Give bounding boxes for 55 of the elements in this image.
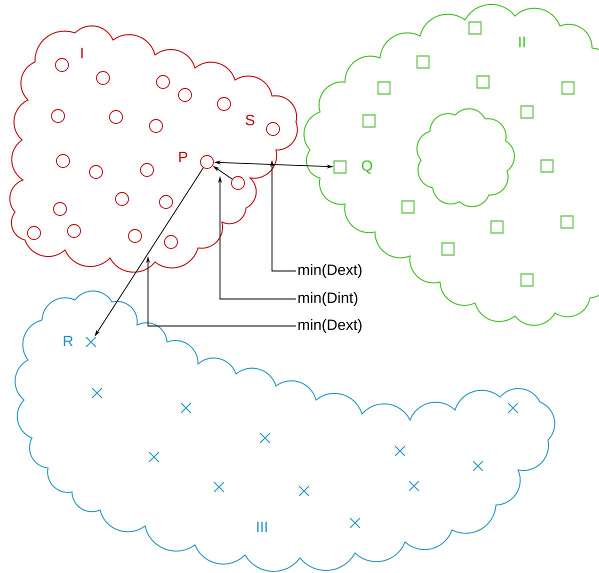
square-marker bbox=[362, 114, 376, 128]
cross-marker bbox=[350, 518, 360, 528]
square-marker bbox=[520, 106, 534, 118]
circle-marker bbox=[96, 71, 110, 85]
circle-marker bbox=[217, 97, 231, 111]
circle-marker bbox=[56, 154, 70, 168]
circle-marker bbox=[67, 224, 81, 238]
cross-marker bbox=[409, 481, 419, 491]
square-marker bbox=[416, 56, 430, 68]
square-marker bbox=[378, 82, 390, 94]
square-marker bbox=[540, 160, 554, 172]
circle-marker bbox=[109, 110, 123, 124]
square-marker bbox=[442, 242, 454, 256]
circle-marker bbox=[51, 109, 65, 123]
circle-marker bbox=[115, 192, 129, 206]
circle-marker bbox=[200, 155, 214, 169]
square-marker bbox=[402, 200, 414, 214]
circle-marker bbox=[53, 202, 67, 216]
circle-marker bbox=[128, 229, 142, 243]
circle-marker bbox=[164, 235, 178, 249]
circle-marker bbox=[140, 163, 154, 177]
cross-marker bbox=[214, 482, 224, 492]
cross-marker bbox=[395, 446, 405, 456]
cross-marker bbox=[260, 433, 270, 443]
circle-marker bbox=[27, 226, 41, 240]
cross-marker bbox=[473, 461, 483, 471]
square-marker bbox=[520, 274, 534, 286]
cross-marker bbox=[299, 486, 309, 496]
circle-marker bbox=[266, 122, 280, 136]
point-label: P bbox=[179, 152, 188, 162]
circle-marker bbox=[231, 176, 245, 190]
point-label: R bbox=[64, 336, 73, 346]
cross-marker bbox=[92, 388, 102, 398]
circle-marker bbox=[55, 58, 69, 72]
cross-marker bbox=[508, 403, 518, 413]
point-label: S bbox=[246, 114, 254, 126]
distance-label: min(Dint) bbox=[298, 292, 358, 306]
circle-marker bbox=[178, 88, 192, 102]
square-marker bbox=[334, 160, 346, 174]
distance-label: min(Dext) bbox=[298, 264, 362, 278]
circle-marker bbox=[159, 195, 173, 209]
point-label: Q bbox=[362, 160, 372, 174]
circle-marker bbox=[156, 75, 170, 89]
circle-marker bbox=[149, 119, 163, 133]
circle-marker bbox=[89, 165, 103, 179]
square-marker bbox=[476, 76, 490, 88]
cluster-cloud bbox=[416, 108, 515, 208]
cross-marker bbox=[86, 337, 96, 347]
square-marker bbox=[468, 22, 482, 34]
square-marker bbox=[490, 220, 504, 234]
square-marker bbox=[562, 82, 574, 94]
cross-marker bbox=[181, 403, 191, 413]
distance-label: min(Dext) bbox=[298, 319, 362, 333]
square-marker bbox=[560, 216, 574, 228]
cross-marker bbox=[149, 452, 159, 462]
